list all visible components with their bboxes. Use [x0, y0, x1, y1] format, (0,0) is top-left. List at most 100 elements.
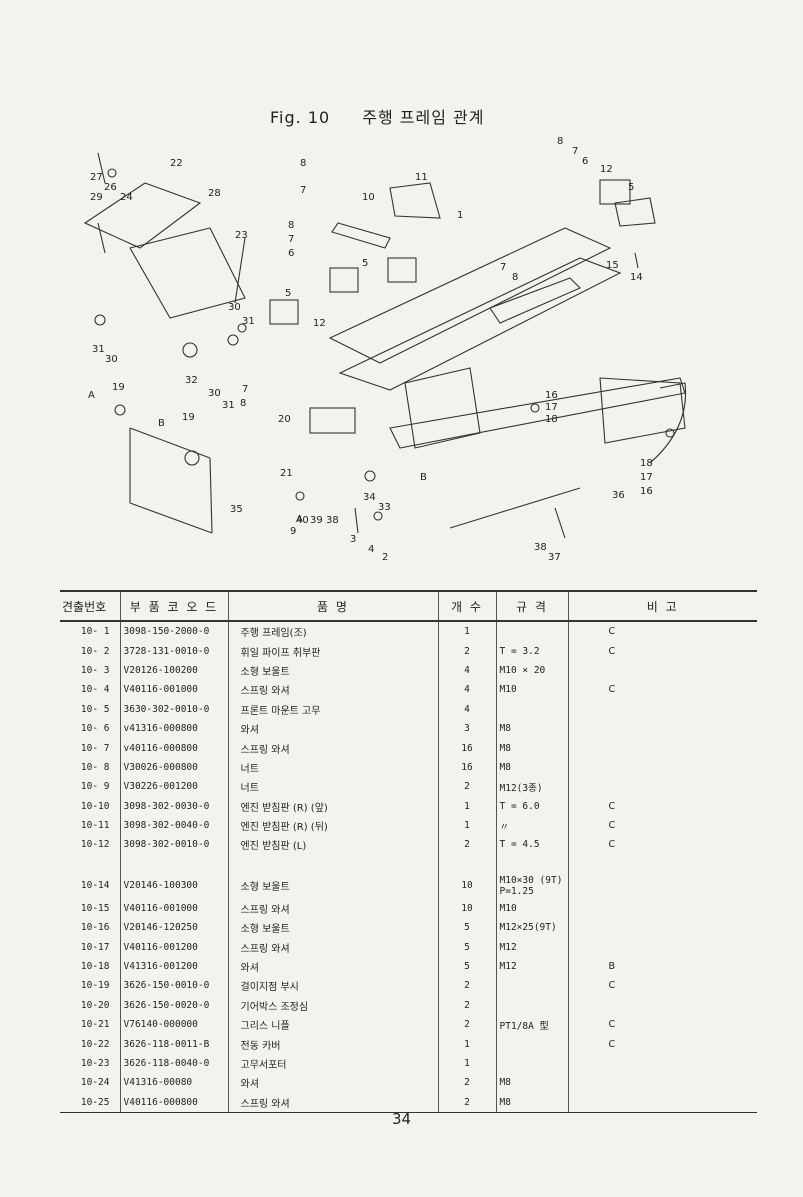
- engine-plate-10: [331, 222, 391, 249]
- quantity: 2: [437, 641, 496, 661]
- ref-no: 10-17: [80, 941, 110, 953]
- part-name: 소형 보울트: [227, 918, 438, 938]
- callout-29b: 30: [105, 354, 118, 365]
- washer-17: [665, 428, 675, 438]
- part-code: 3728-131-0010-0: [119, 641, 228, 661]
- stand-post-right: [209, 457, 213, 534]
- callout-23: 23: [235, 230, 248, 241]
- spec: M8: [495, 757, 568, 778]
- callout-B-left: B: [158, 418, 165, 429]
- callout-18a: 18: [545, 414, 558, 425]
- quantity: 1: [437, 815, 496, 836]
- callout-19a: 19: [112, 382, 125, 393]
- part-name: 엔진 받침판 (L): [227, 835, 438, 855]
- spec: [495, 976, 568, 996]
- quantity: 4: [437, 680, 496, 700]
- part-code: 3098-302-0010-0: [119, 835, 228, 855]
- part-code: V40116-001200: [119, 937, 228, 957]
- ref-no: 10- 8: [80, 761, 110, 773]
- ref-no: 10-23: [80, 1058, 110, 1069]
- ref-no: 10- 7: [80, 742, 110, 754]
- quantity: 2: [437, 976, 496, 996]
- ref-no: 10-19: [80, 980, 110, 992]
- ref-no: 10-11: [80, 820, 110, 832]
- header-part-code: 부 품 코 오 드: [119, 590, 228, 622]
- part-code: v41316-000800: [119, 718, 228, 739]
- quantity: 3: [437, 718, 496, 739]
- callout-31: 32: [185, 375, 198, 386]
- remark: [567, 660, 757, 681]
- header-ref-no: 견출번호: [60, 590, 120, 622]
- callout-A-center: A: [296, 514, 303, 525]
- part-code: V40116-001000: [119, 680, 228, 700]
- part-name: 와셔: [227, 1073, 438, 1093]
- callout-4: 4: [368, 544, 374, 555]
- part-name: 고무서포터: [227, 1053, 438, 1074]
- part-name: 소형 보울트: [227, 872, 438, 899]
- callout-B-center: B: [420, 472, 427, 483]
- remark: [567, 718, 757, 739]
- callout-28: 29: [90, 192, 103, 203]
- spec: M12: [495, 956, 568, 977]
- remark: [567, 777, 757, 797]
- engine-plate-11: [389, 182, 441, 219]
- mount-rubber-5b: [329, 267, 359, 293]
- remark: C: [567, 680, 757, 700]
- table-spacer-row: [60, 854, 757, 873]
- mount-bracket-12: [599, 179, 631, 205]
- bolt-26: [97, 152, 106, 184]
- callout-7b: 7: [300, 185, 306, 196]
- remark: C: [567, 1034, 757, 1054]
- part-code: V20126-100200: [119, 660, 228, 681]
- callout-5c: 5: [628, 182, 634, 193]
- remark: [567, 1073, 757, 1093]
- callout-24: 24: [120, 192, 133, 203]
- spacer-cell: [227, 854, 438, 873]
- callout-22: 22: [170, 158, 183, 169]
- callout-7c: 7: [288, 234, 294, 245]
- part-code: V40116-000800: [119, 1092, 228, 1113]
- remark: [567, 995, 757, 1016]
- quantity: 1: [437, 1053, 496, 1074]
- ref-no: 10-24: [80, 1077, 110, 1089]
- part-name: 소형 보울트: [227, 660, 438, 681]
- callout-5a: 5: [285, 288, 291, 299]
- callout-9b: 9: [290, 526, 296, 537]
- callout-35: 36: [612, 490, 625, 501]
- callout-6b: 6: [582, 156, 588, 167]
- spacer-cell: [60, 855, 120, 873]
- cover-panel-22: [83, 182, 202, 249]
- spec: M8: [495, 738, 568, 758]
- frame-exploded-view: 27 26 24 29 22 28 23 30 31 31 30 32 30 3…: [83, 136, 687, 563]
- remark: C: [567, 976, 757, 996]
- header-spec: 규 격: [495, 590, 568, 622]
- part-name: 와셔: [227, 718, 438, 739]
- callout-29a: 30: [228, 302, 241, 313]
- callout-A-left: A: [88, 390, 95, 401]
- callout-16b: 16: [640, 486, 653, 497]
- header-remarks: 비 고: [567, 590, 757, 622]
- ref-no: 10-18: [80, 961, 110, 973]
- ref-no: 10- 5: [80, 703, 110, 715]
- ref-no: 10- 6: [80, 723, 110, 735]
- washer-25: [107, 168, 117, 178]
- part-code: V20146-100300: [119, 872, 228, 899]
- page-number: 34: [391, 1110, 412, 1128]
- part-name: 너트: [227, 777, 438, 797]
- quantity: 10: [437, 872, 496, 899]
- quantity: 1: [437, 796, 496, 816]
- bolt-36: [554, 507, 566, 539]
- part-code: 3626-118-0011-B: [119, 1034, 228, 1054]
- part-name: 스프링 와셔: [227, 1092, 438, 1113]
- spec: T = 6.0: [495, 796, 568, 816]
